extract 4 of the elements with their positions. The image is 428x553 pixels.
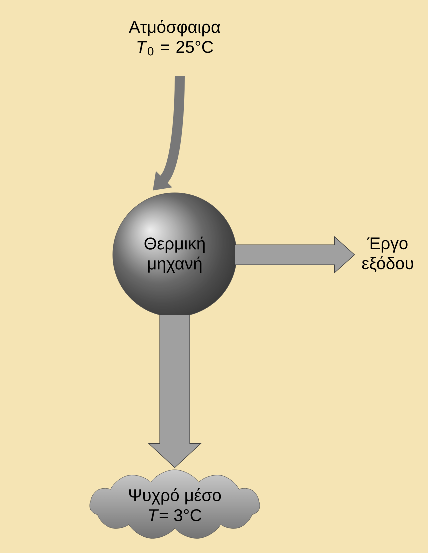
label-text: Ατμόσφαιρα T$_{0}$ = 25°C	[129, 20, 220, 56]
block-arrow	[148, 314, 202, 468]
block-arrow	[234, 236, 356, 274]
label-text: Έργο εξόδου	[362, 238, 414, 272]
